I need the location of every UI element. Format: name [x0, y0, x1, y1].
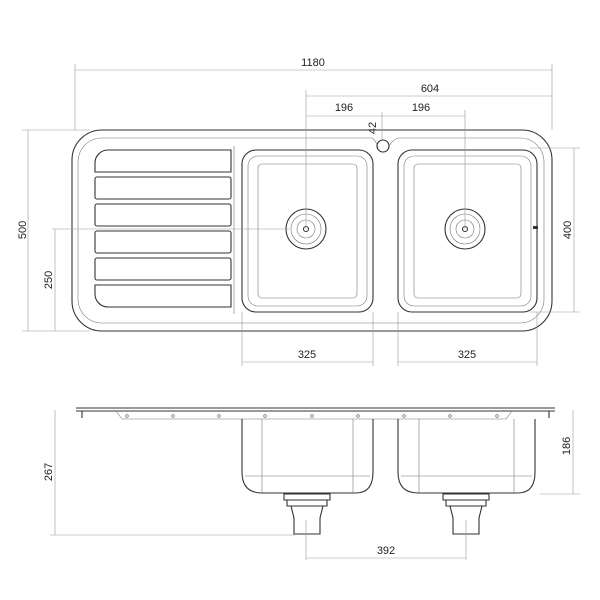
drainer: [94, 146, 235, 314]
bowl-left-profile: [241, 419, 374, 494]
dim-bowl-centre-left: 196: [335, 102, 353, 114]
dim-bowl-width-right: 325: [458, 349, 476, 361]
sink-outline: [71, 129, 553, 332]
dimension-lines: [22, 64, 580, 560]
side-view: [76, 407, 555, 535]
dim-bowl-centre-right: 196: [412, 102, 430, 114]
dim-overall-width: 1180: [301, 57, 325, 69]
dim-overall-depth: 500: [17, 221, 29, 239]
tap-hole: [376, 139, 390, 153]
dim-bowl-width-left: 325: [298, 349, 316, 361]
dim-tap-hole-offset: 42: [367, 122, 379, 134]
dim-bowl-length: 400: [562, 221, 574, 239]
dim-waste-offset: 250: [43, 271, 55, 289]
top-view: [71, 129, 553, 332]
dim-bowls-span: 604: [421, 83, 439, 95]
bowl-right: [397, 149, 538, 313]
dim-overall-height: 267: [43, 463, 55, 481]
bowl-left: [241, 149, 374, 313]
dim-waste-spacing: 392: [377, 545, 395, 557]
waste-right-profile: [442, 493, 490, 535]
waste-left-profile: [283, 493, 331, 535]
bowl-right-profile: [397, 419, 536, 494]
dim-bowl-depth: 186: [561, 437, 573, 455]
